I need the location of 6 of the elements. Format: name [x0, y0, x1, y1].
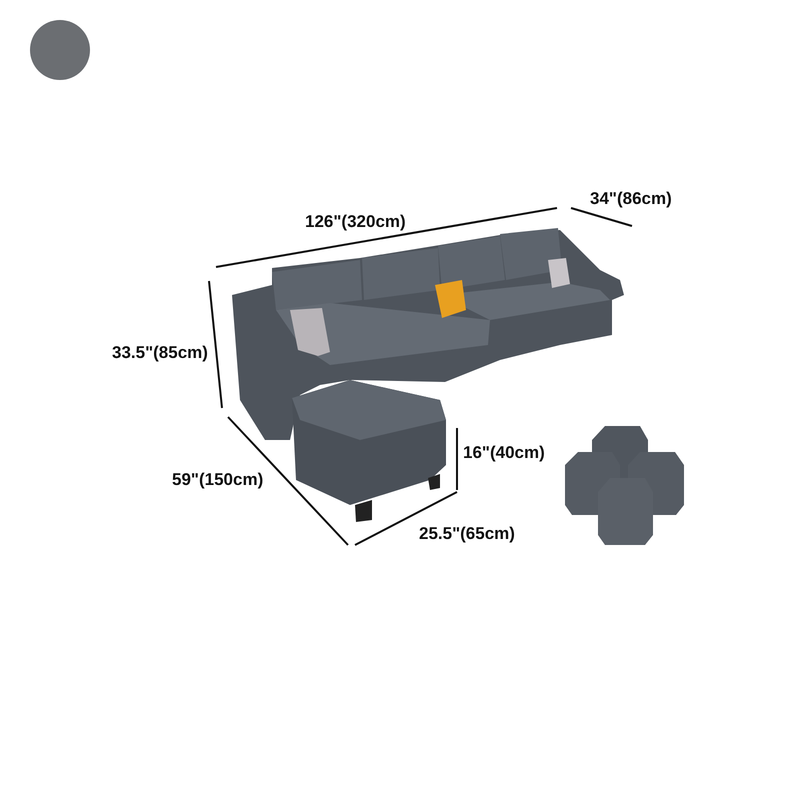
dimension-label: 16"(40cm) [463, 443, 545, 463]
dimension-label: 34"(86cm) [590, 189, 672, 209]
dimension-label: 59"(150cm) [172, 470, 264, 490]
dimension-label: 126"(320cm) [305, 212, 406, 232]
dimension-label: 33.5"(85cm) [112, 343, 208, 363]
dimension-label: 25.5"(65cm) [419, 524, 515, 544]
